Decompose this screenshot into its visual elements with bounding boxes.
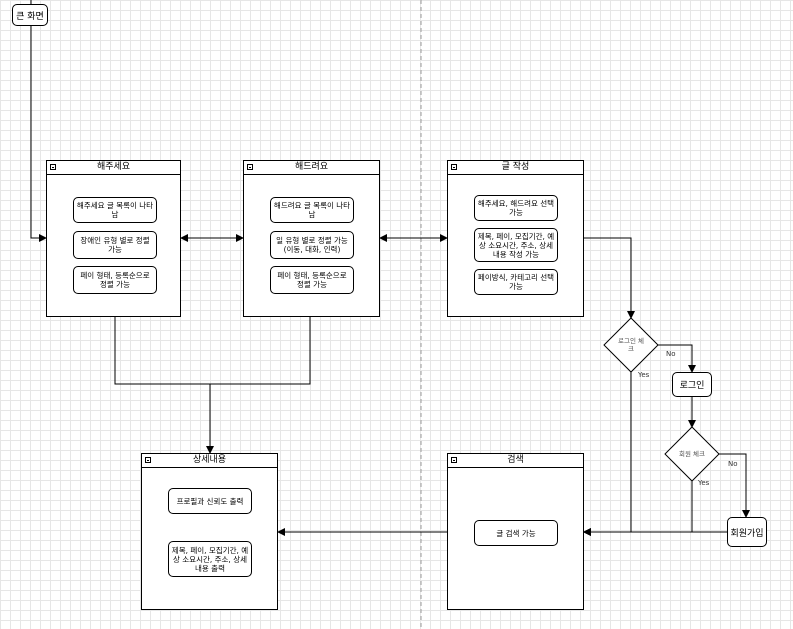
detail-item-profile[interactable]: 프로필과 신뢰도 출력 bbox=[168, 488, 252, 514]
edge-start-to-help bbox=[30, 26, 47, 242]
edge-member-check-yes bbox=[583, 481, 693, 536]
collapse-icon[interactable] bbox=[451, 164, 457, 170]
group-write-title: 글 작성 bbox=[448, 161, 583, 175]
login-node[interactable]: 로그인 bbox=[672, 372, 712, 397]
help-item-list[interactable]: 해주세요 글 목록이 나타남 bbox=[73, 197, 157, 223]
write-item-fields[interactable]: 제목, 페이, 모집기간, 예상 소요시간, 주소, 상세내용 작성 가능 bbox=[474, 228, 558, 262]
offer-item-sort-type[interactable]: 일 유형 별로 정렬 가능 (이동, 대화, 인력) bbox=[270, 231, 354, 259]
collapse-icon[interactable] bbox=[145, 457, 151, 463]
write-item-select-type[interactable]: 해주세요, 해드려요 선택 가능 bbox=[474, 195, 558, 221]
edge-member-check-no bbox=[719, 453, 750, 518]
help-item-sort-pay[interactable]: 페이 형태, 등록순으로 정렬 가능 bbox=[73, 266, 157, 294]
group-offer-title: 해드려요 bbox=[244, 161, 379, 175]
edge-label-yes-login: Yes bbox=[638, 371, 650, 379]
edge-label-no-login: No bbox=[666, 350, 676, 358]
edge-label-yes-member: Yes bbox=[698, 479, 710, 487]
group-search-title: 검색 bbox=[448, 454, 583, 468]
collapse-icon[interactable] bbox=[247, 164, 253, 170]
detail-item-fields[interactable]: 제목, 페이, 모집기간, 예상 소요시간, 주소, 상세내용 출력 bbox=[168, 541, 252, 577]
group-search[interactable]: 검색 글 검색 가능 bbox=[447, 453, 584, 610]
group-help[interactable]: 해주세요 해주세요 글 목록이 나타남 장애인 유형 별로 정렬 가능 페이 형… bbox=[46, 160, 181, 317]
group-write[interactable]: 글 작성 해주세요, 해드려요 선택 가능 제목, 페이, 모집기간, 예상 소… bbox=[447, 160, 584, 317]
login-check-diamond bbox=[603, 317, 659, 373]
member-check-diamond bbox=[664, 426, 720, 482]
help-item-sort-disability[interactable]: 장애인 유형 별로 정렬 가능 bbox=[73, 231, 157, 259]
group-detail[interactable]: 상세내용 프로필과 신뢰도 출력 제목, 페이, 모집기간, 예상 소요시간, … bbox=[141, 453, 278, 610]
edge-help-merge bbox=[114, 317, 311, 385]
write-item-select-pay-category[interactable]: 페이방식, 카테고리 선택가능 bbox=[474, 269, 558, 295]
start-node[interactable]: 큰 화면 bbox=[12, 4, 48, 26]
edge-login-check-no bbox=[658, 344, 696, 373]
collapse-icon[interactable] bbox=[451, 457, 457, 463]
group-help-title: 해주세요 bbox=[47, 161, 180, 175]
edge-write-to-login-check bbox=[584, 237, 635, 319]
edge-login-check-yes bbox=[583, 372, 632, 536]
edge-label-no-member: No bbox=[728, 460, 738, 468]
group-detail-title: 상세내용 bbox=[142, 454, 277, 468]
group-offer[interactable]: 해드려요 해드려요 글 목록이 나타남 일 유형 별로 정렬 가능 (이동, 대… bbox=[243, 160, 380, 317]
login-check-label: 로그인 체크 bbox=[618, 337, 644, 353]
collapse-icon[interactable] bbox=[50, 164, 56, 170]
signup-node[interactable]: 회원가입 bbox=[727, 517, 767, 547]
search-item[interactable]: 글 검색 가능 bbox=[474, 520, 558, 546]
offer-item-list[interactable]: 해드려요 글 목록이 나타남 bbox=[270, 197, 354, 223]
offer-item-sort-pay[interactable]: 페이 형태, 등록순으로 정렬 가능 bbox=[270, 266, 354, 294]
start-label: 큰 화면 bbox=[16, 11, 44, 22]
member-check-label: 회원 체크 bbox=[679, 450, 705, 458]
